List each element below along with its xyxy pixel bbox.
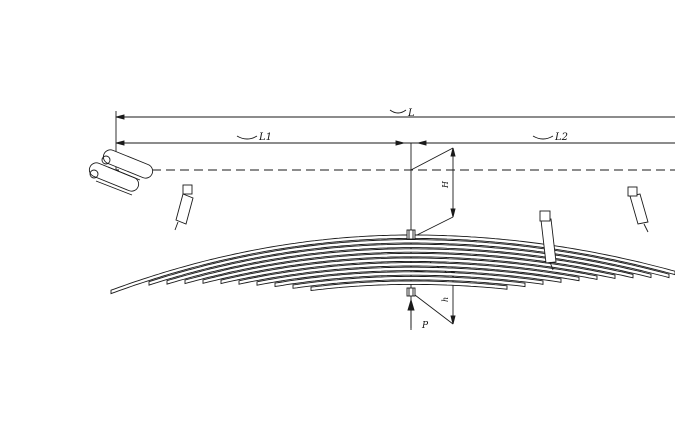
label-total-length: L [407, 108, 415, 119]
spring-leaf [274, 271, 544, 288]
load-arrow [407, 298, 415, 330]
dimension-partial-lengths [115, 135, 675, 146]
label-force: P [421, 321, 429, 331]
spring-leaf [202, 252, 616, 284]
spring-leaf [310, 280, 508, 291]
spring-eye [88, 149, 154, 196]
dimension-upper-deflection [410, 147, 456, 239]
spring-leaf [148, 239, 670, 286]
spring-leaf [166, 243, 652, 285]
spring-leaf [110, 234, 675, 295]
rebound-clip-right [627, 186, 649, 233]
label-left-length: L1 [258, 132, 272, 143]
spring-leaf [292, 275, 526, 289]
spring-leaf [238, 262, 580, 285]
leaf-stack [110, 234, 675, 295]
label-upper-deflection: H [441, 180, 450, 189]
label-lower-deflection: h [441, 297, 450, 302]
spring-leaf [256, 266, 562, 286]
rebound-clip-left [174, 184, 194, 231]
center-bolt [406, 229, 416, 297]
dimension-total-length [115, 109, 675, 170]
spring-leaf [220, 257, 598, 285]
rebound-clip-middle [539, 210, 557, 271]
spring-leaf [184, 248, 634, 285]
label-right-length: L2 [554, 132, 568, 143]
